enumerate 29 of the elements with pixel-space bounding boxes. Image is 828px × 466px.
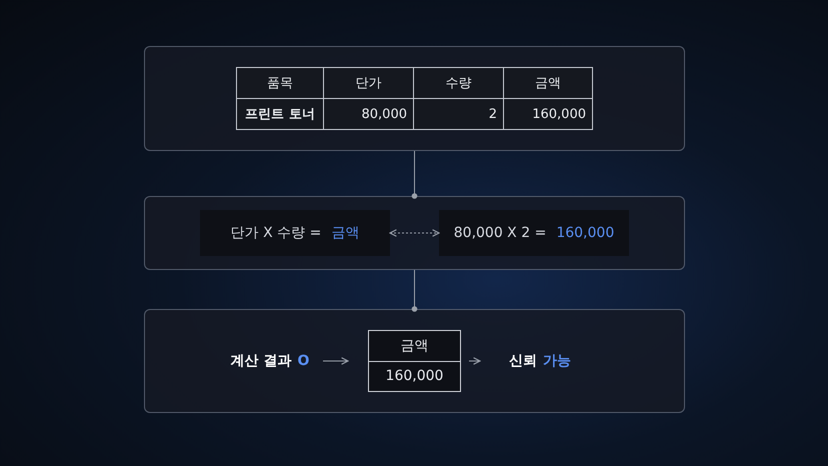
formula-text: 80,000 X 2 = (454, 225, 546, 241)
result-value: 금액 (331, 224, 360, 242)
table-header-cell: 단가 (324, 68, 414, 98)
arrow (389, 229, 440, 237)
card-panel (144, 309, 685, 413)
header-label: 금액 (400, 336, 430, 356)
formula-text: 단가 X 수량 = (230, 224, 322, 242)
amount-box (368, 330, 461, 392)
table-cell: 160,000 (504, 98, 592, 130)
card-panel (144, 46, 685, 151)
card-panel (144, 196, 685, 270)
table-cell: 80,000 (324, 98, 414, 130)
result-label: 신뢰 (509, 352, 537, 370)
arrow (468, 357, 481, 365)
connector-line (412, 270, 418, 312)
connector-line (412, 150, 418, 199)
arrow (322, 357, 349, 365)
table-header-cell: 수량 (414, 68, 504, 98)
formula-box (439, 210, 629, 256)
table-header-cell: 품목 (236, 68, 324, 98)
formula-box (200, 210, 390, 256)
result-mark: 가능 (543, 352, 571, 370)
table-cell: 2 (414, 98, 504, 130)
result-mark: O (297, 353, 310, 369)
result-value: 160,000 (556, 225, 614, 241)
result-label: 계산 결과 (230, 352, 292, 370)
table-header-cell: 금액 (504, 68, 592, 98)
amount-value: 160,000 (369, 360, 460, 391)
table-cell: 프린트 토너 (236, 98, 324, 130)
